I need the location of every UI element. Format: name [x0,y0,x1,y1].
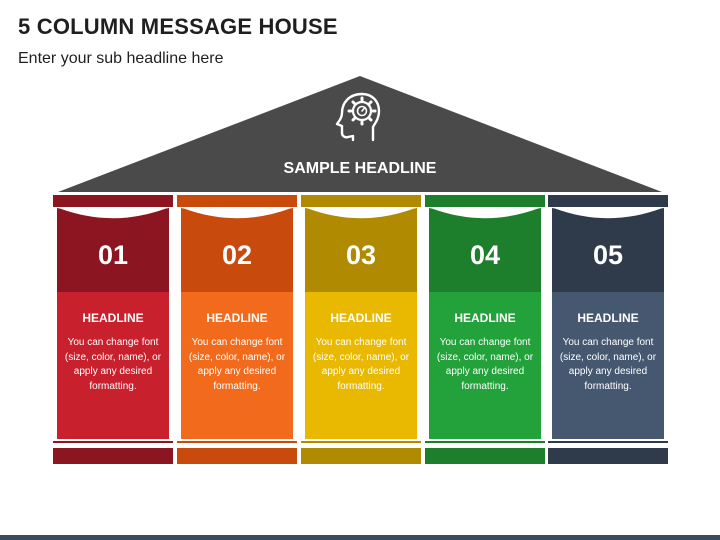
column-number: 04 [469,240,501,270]
column-headline: HEADLINE [206,311,268,325]
head-gear-icon [335,92,381,142]
column-base-line [53,441,173,443]
column-headline: HEADLINE [82,311,144,325]
column-base [177,448,297,464]
column-headline: HEADLINE [577,311,639,325]
column-headline: HEADLINE [330,311,392,325]
column-body: HEADLINE You can change font (size, colo… [181,292,293,439]
column-number: 01 [97,240,129,270]
column-body: HEADLINE You can change font (size, colo… [552,292,664,439]
column-base [548,448,668,464]
footer-bar [0,535,720,540]
roof-headline: SAMPLE HEADLINE [283,160,437,177]
column-number-block: 02 [181,219,293,292]
column-base [53,448,173,464]
column-number-block: 03 [305,219,417,292]
page-subtitle: Enter your sub headline here [18,50,224,67]
column-number-block: 04 [429,219,541,292]
column-base [425,448,545,464]
column-text: You can change font (size, color, name),… [559,337,657,392]
roof-shape [58,76,662,192]
column-text: You can change font (size, color, name),… [436,337,534,392]
column-capital [177,195,297,225]
column-base-line [177,441,297,443]
column-headline: HEADLINE [454,311,516,325]
page-title: 5 COLUMN MESSAGE HOUSE [18,14,338,39]
column-body: HEADLINE You can change font (size, colo… [429,292,541,439]
column-body: HEADLINE You can change font (size, colo… [305,292,417,439]
column-base-line [425,441,545,443]
roof [58,76,662,192]
column-number: 02 [221,240,253,270]
column-text: You can change font (size, color, name),… [64,337,162,392]
column-number-block: 05 [552,219,664,292]
column-number: 05 [592,240,624,270]
column-base [301,448,421,464]
column-text: You can change font (size, color, name),… [188,337,286,392]
column-base-line [548,441,668,443]
column-base-line [301,441,421,443]
column-number-block: 01 [57,219,169,292]
column-text: You can change font (size, color, name),… [312,337,410,392]
column-number: 03 [345,240,377,270]
column-body: HEADLINE You can change font (size, colo… [57,292,169,439]
